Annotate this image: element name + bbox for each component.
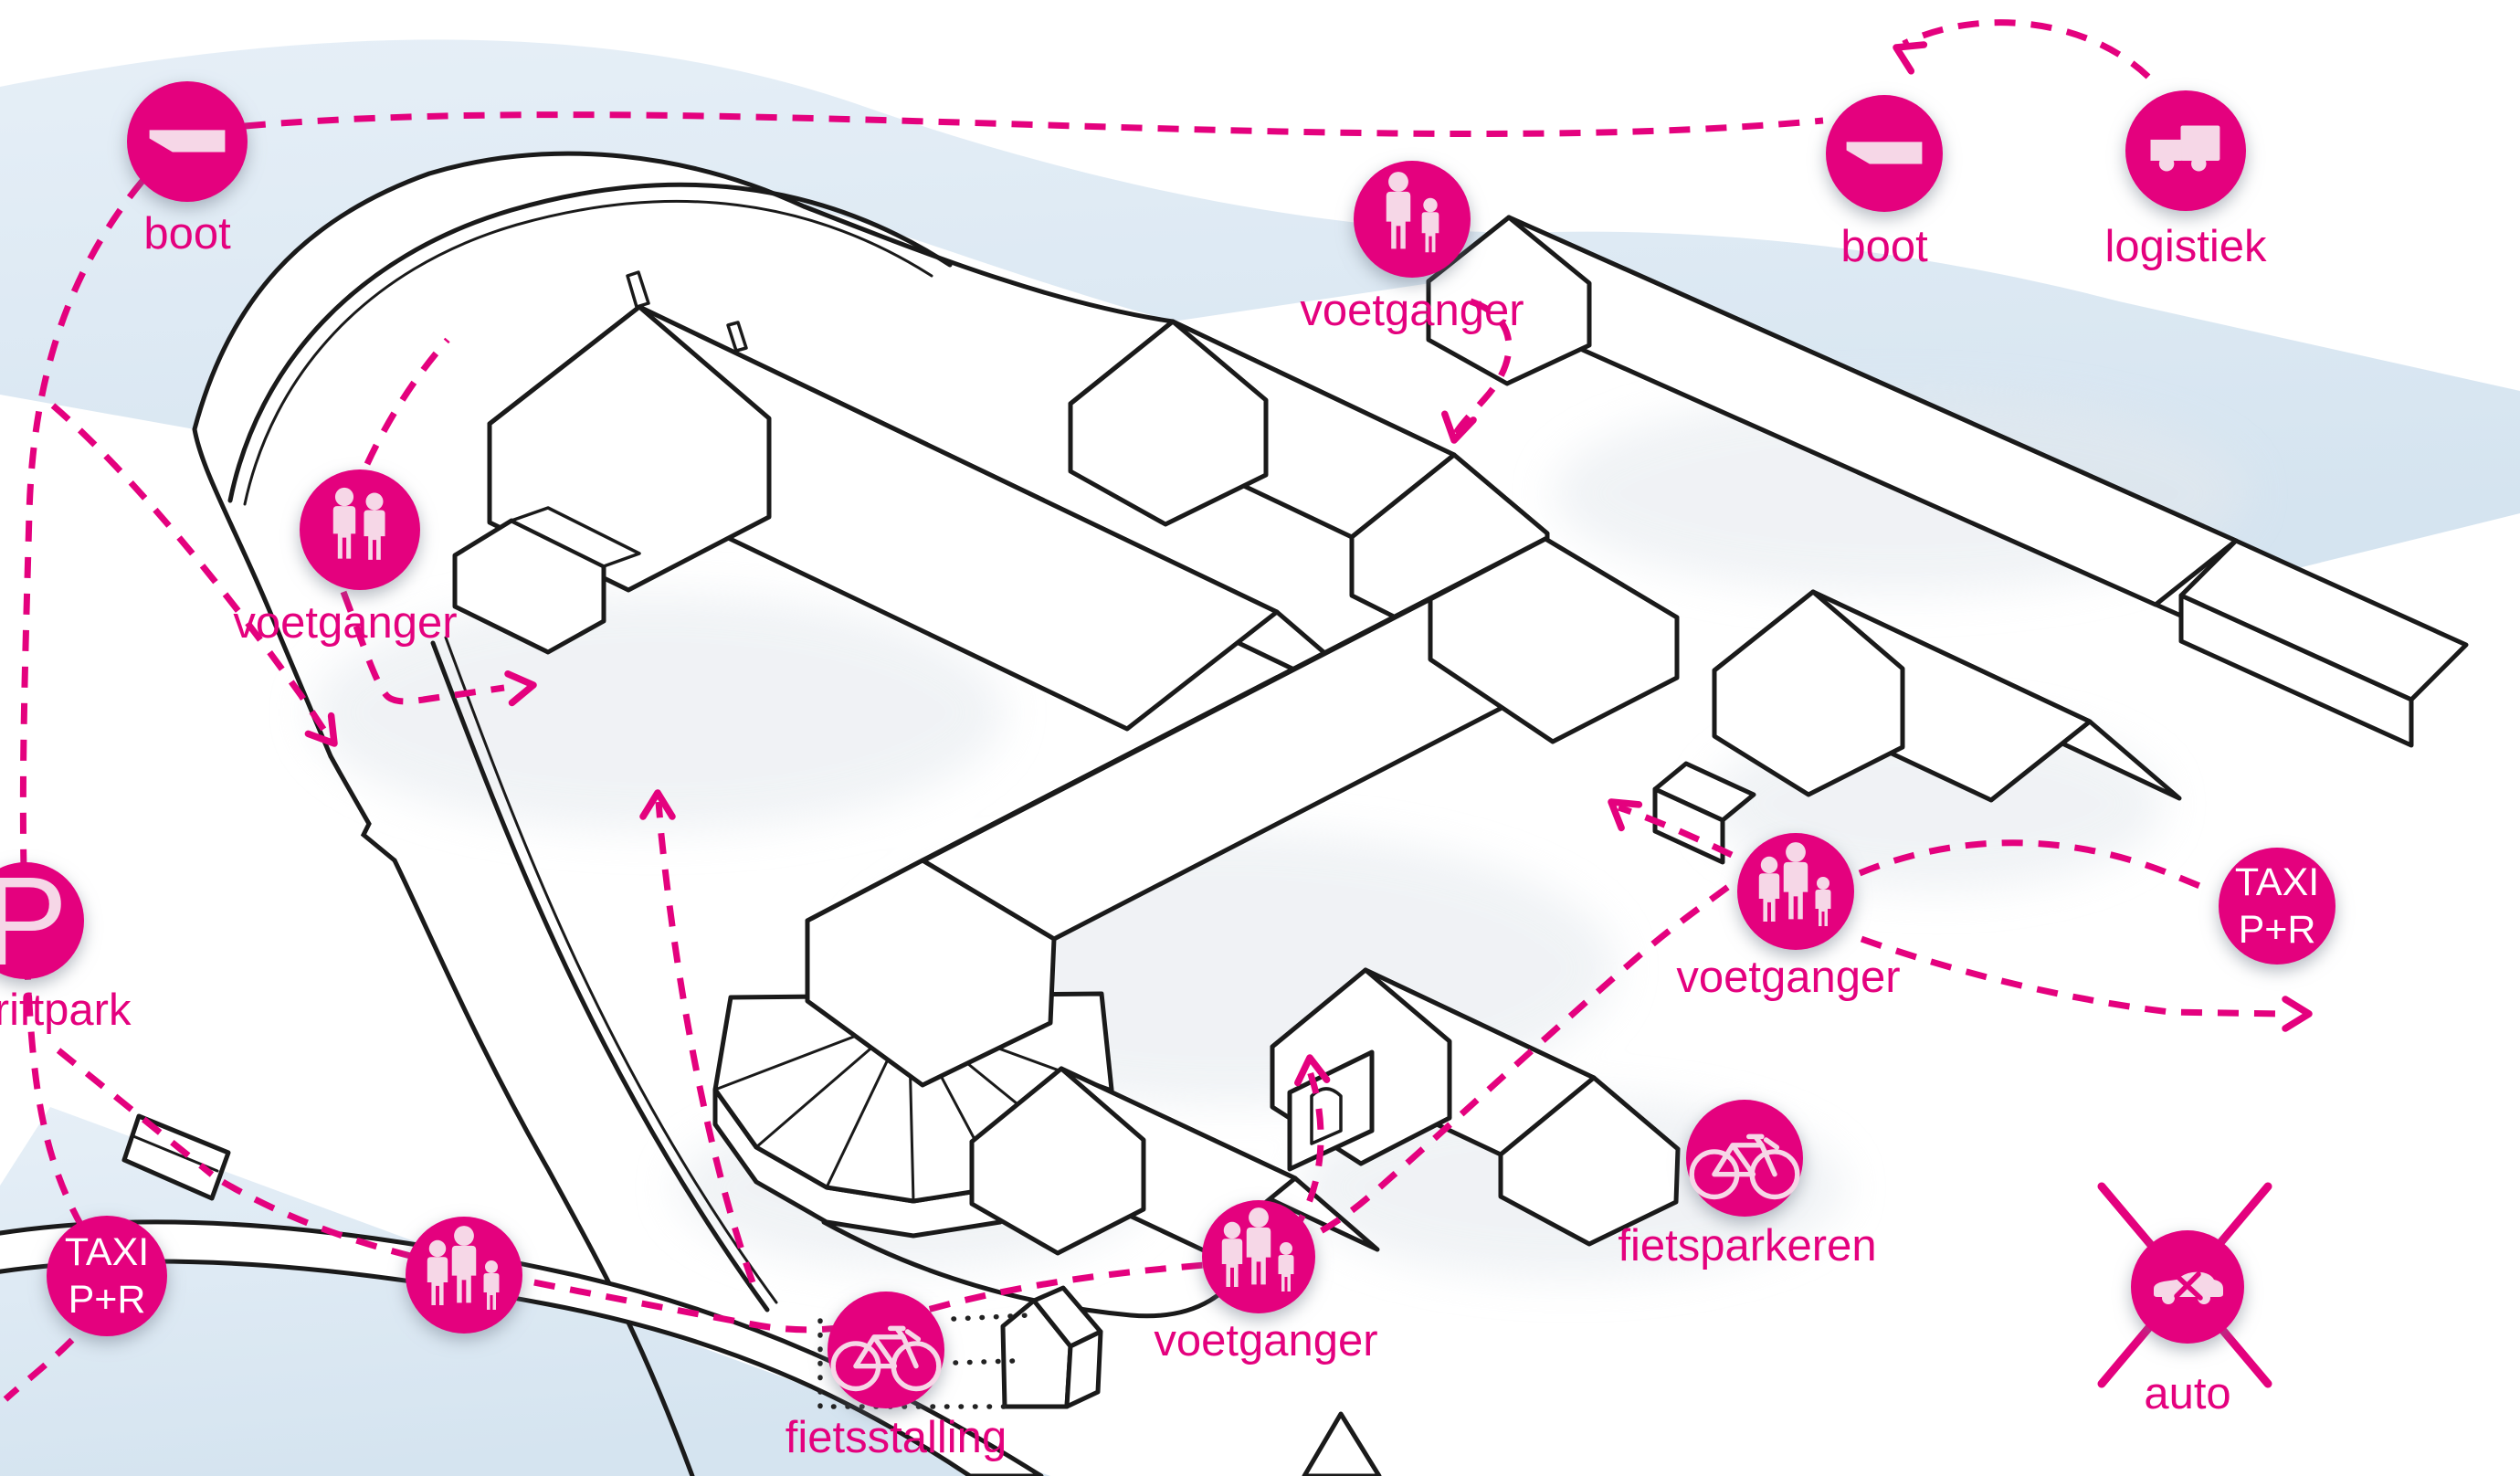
- courtyard-walls: [227, 182, 1256, 1319]
- route-waterfront-band-route: [221, 876, 1742, 1334]
- taxi-right-text-line2: P+R: [2239, 908, 2316, 952]
- route-boot-entrance-branch: [50, 403, 330, 736]
- building-north-block: [1068, 319, 1550, 648]
- west-wall-inner: [444, 636, 778, 1304]
- route-loop-to-exit: [1860, 935, 2283, 1017]
- voetganger-left-label: voetganger: [233, 598, 457, 648]
- logistiek-label: logistiek: [2104, 222, 2267, 271]
- arrowhead-4: [639, 789, 676, 820]
- taxi-left-text-line2: P+R: [69, 1278, 146, 1322]
- route-voetganger-top-down: [1452, 298, 1513, 435]
- leader-line-2: [953, 1358, 1017, 1365]
- voetganger-top-circle: [1354, 161, 1471, 278]
- building-east-block: [1652, 589, 2182, 865]
- route-voetganger-left-up: [364, 337, 450, 466]
- svg-text:P: P: [0, 851, 68, 992]
- parking-icon: P: [0, 851, 68, 992]
- jetty: [121, 1113, 231, 1201]
- taxi-right-circle: [2219, 848, 2335, 965]
- building-shed-northwest: [452, 506, 641, 655]
- taxi-right-text-line1: TAXI: [2235, 860, 2319, 904]
- marker-boot-left: boot: [127, 81, 248, 258]
- arrowhead-1: [304, 712, 338, 747]
- north-wall-inner: [243, 199, 933, 506]
- marker-logistiek: logistiek: [2104, 90, 2267, 271]
- building-warehouse-northeast: [1426, 215, 2469, 748]
- marker-voetganger-top: voetganger: [1300, 161, 1524, 335]
- arrowhead-6: [1608, 798, 1643, 832]
- route-loop-to-taxi: [1858, 839, 2210, 893]
- boot-right-label: boot: [1840, 222, 1928, 271]
- building-fietsstalling-house: [1000, 1285, 1103, 1409]
- route-alley-route: [1617, 804, 1734, 859]
- marker-fietsparkeren: fietsparkeren: [1618, 1100, 1877, 1270]
- auto-label: auto: [2144, 1369, 2230, 1418]
- marker-voetganger-right: voetganger: [1676, 833, 1901, 1002]
- arrowhead-5: [1294, 1054, 1331, 1087]
- building-cross-wing: [805, 536, 1680, 1088]
- route-driftpark-to-jetty: [56, 1048, 215, 1177]
- voetganger-right-label: voetganger: [1676, 953, 1900, 1002]
- voetganger-top-label: voetganger: [1300, 286, 1524, 335]
- marker-voetganger-left: voetganger: [233, 469, 458, 648]
- car-crossed-icon: [2154, 1270, 2223, 1304]
- west-wall-outer: [430, 640, 770, 1313]
- marker-fietsstalling: fietsstalling: [786, 1292, 1007, 1462]
- fietsstalling-label: fietsstalling: [786, 1413, 1007, 1462]
- route-arrows: [304, 41, 2313, 1087]
- arrowhead-3: [1441, 410, 1477, 444]
- arrowhead-7: [2282, 996, 2313, 1032]
- arrowhead-0: [1893, 41, 1928, 75]
- arrowhead-2: [504, 670, 537, 707]
- markers-layer: bootbootlogistiekvoetgangervoetgangerPdr…: [0, 81, 2335, 1462]
- marker-voetganger-bottom: voetganger: [1154, 1200, 1378, 1365]
- fietsparkeren-label: fietsparkeren: [1618, 1221, 1876, 1270]
- marker-boot-right: boot: [1826, 95, 1943, 271]
- leader-line-0: [817, 1318, 1013, 1409]
- driftpark-label: driftpark: [0, 986, 132, 1035]
- driftpark-circle: [0, 862, 84, 979]
- marker-voetganger-group: [406, 1217, 522, 1334]
- marker-auto: auto: [2097, 1182, 2272, 1418]
- taxi-left-circle: [47, 1216, 167, 1336]
- leader-line-1: [951, 1313, 1031, 1322]
- site-boundary: [192, 151, 1176, 1476]
- north-wall-outer: [227, 182, 953, 503]
- voetganger-bottom-label: voetganger: [1154, 1316, 1377, 1365]
- leader-lines: [817, 1313, 1031, 1409]
- south-gate-wall: [1287, 1049, 1375, 1172]
- taxi-left-text-line1: TAXI: [65, 1230, 149, 1274]
- voetganger-left-circle: [300, 469, 420, 590]
- route-south-gate-route: [1289, 1063, 1324, 1236]
- marker-driftpark: Pdriftpark: [0, 851, 132, 1035]
- route-logistiek-to-boot: [1902, 19, 2151, 79]
- buildings: [452, 215, 2469, 1476]
- route-west-gate-route: [655, 801, 756, 1284]
- boot-left-label: boot: [143, 209, 231, 258]
- route-water-route: [244, 111, 1824, 137]
- building-tiny-gable: [1302, 1411, 1382, 1476]
- route-voetganger-left-east: [340, 590, 505, 705]
